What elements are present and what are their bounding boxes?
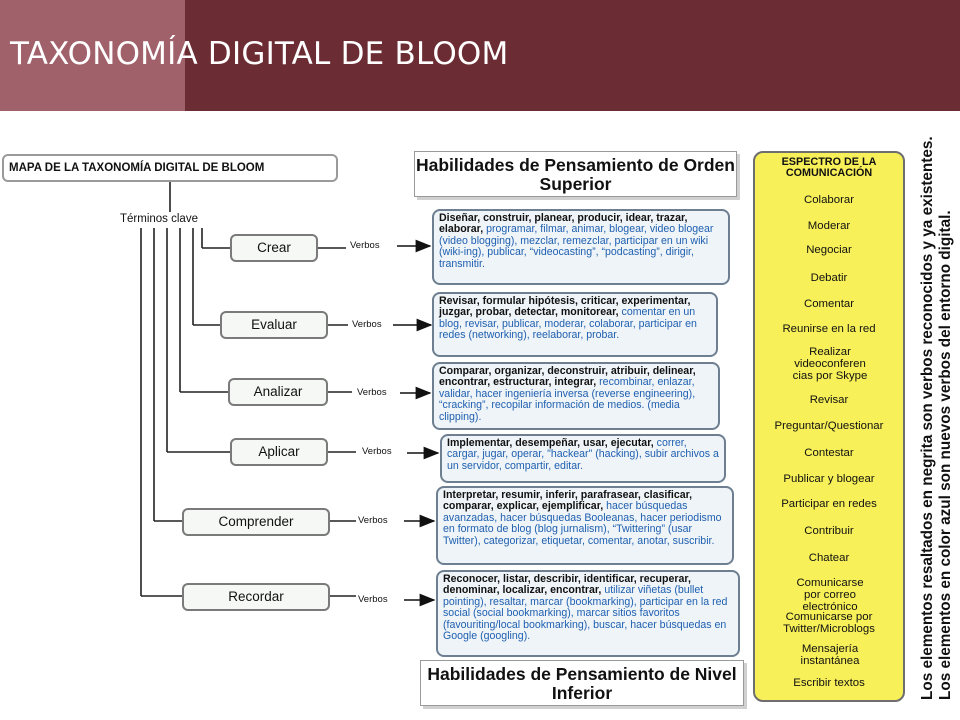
level-aplicar: Aplicar bbox=[230, 438, 328, 466]
map-title: MAPA DE LA TAXONOMÍA DIGITAL DE BLOOM bbox=[2, 154, 338, 182]
header-accent-left bbox=[0, 0, 185, 111]
spectrum-item: Reunirse en la red bbox=[782, 323, 876, 335]
level-crear: Crear bbox=[230, 234, 318, 262]
spectrum-item: Preguntar/Questionar bbox=[774, 420, 884, 432]
higher-order-skills-box: Habilidades de Pensamiento de Orden Supe… bbox=[414, 151, 737, 197]
spectrum-item: Comunicarse por correo electrónico bbox=[796, 577, 864, 613]
spectrum-item: Escribir textos bbox=[793, 677, 865, 689]
spectrum-item: Moderar bbox=[807, 220, 851, 232]
verbs-box-analizar: Comparar, organizar, deconstruir, atribu… bbox=[432, 362, 720, 430]
verbs-box-aplicar: Implementar, desempeñar, usar, ejecutar,… bbox=[440, 434, 726, 483]
new-digital-verbs: comentar en un blog, revisar, publicar, … bbox=[439, 306, 697, 342]
spectrum-item: Negociar bbox=[806, 244, 852, 256]
existing-verbs: Diseñar, construir, planear, producir, i… bbox=[439, 212, 688, 236]
key-terms-label: Términos clave bbox=[120, 213, 198, 225]
new-digital-verbs: hacer búsquedas avanzadas, hacer búsqued… bbox=[443, 500, 722, 547]
level-analizar: Analizar bbox=[228, 378, 328, 406]
verbos-label: Verbos bbox=[350, 240, 380, 251]
level-evaluar: Evaluar bbox=[220, 311, 328, 339]
spectrum-item: Contribuir bbox=[804, 525, 854, 537]
verbs-box-comprender: Interpretar, resumir, inferir, parafrase… bbox=[436, 486, 734, 565]
verbos-label: Verbos bbox=[357, 387, 387, 398]
verbos-label: Verbos bbox=[352, 319, 382, 330]
existing-verbs: Revisar, formular hipótesis, criticar, e… bbox=[439, 295, 691, 319]
spectrum-item: Contestar bbox=[804, 447, 854, 459]
spectrum-item: Colaborar bbox=[803, 194, 855, 206]
verbs-box-crear: Diseñar, construir, planear, producir, i… bbox=[432, 209, 730, 285]
spectrum-item: Realizar videoconferen cias por Skype bbox=[792, 346, 868, 382]
verbos-label: Verbos bbox=[358, 594, 388, 605]
spectrum-item: Comunicarse por Twitter/Microblogs bbox=[783, 611, 875, 635]
spectrum-item: Mensajería instantánea bbox=[800, 643, 860, 667]
existing-verbs: Reconocer, listar, describir, identifica… bbox=[443, 573, 691, 597]
page-title: TAXONOMÍA DIGITAL DE BLOOM bbox=[10, 36, 509, 72]
spectrum-item: Comentar bbox=[803, 298, 854, 310]
level-comprender: Comprender bbox=[182, 508, 330, 536]
new-digital-verbs: recombinar, enlazar, validar, hacer inge… bbox=[439, 376, 696, 423]
existing-verbs: Comparar, organizar, deconstruir, atribu… bbox=[439, 365, 696, 389]
side-note-bold-verbs: Los elementos resaltados en negrita son … bbox=[919, 136, 936, 700]
lower-order-skills-label: Habilidades de Pensamiento de Nivel Infe… bbox=[427, 664, 737, 703]
spectrum-item: Publicar y blogear bbox=[783, 473, 875, 485]
new-digital-verbs: utilizar viñetas (bullet pointing), resa… bbox=[443, 584, 728, 643]
communication-spectrum-panel bbox=[753, 151, 905, 702]
side-note-new-verbs: Los elementos en color azul son nuevos v… bbox=[937, 210, 954, 700]
spectrum-item: Revisar bbox=[809, 394, 849, 406]
existing-verbs: Interpretar, resumir, inferir, parafrase… bbox=[443, 489, 693, 513]
spectrum-title: ESPECTRO DE LA COMUNICACIÓN bbox=[781, 156, 877, 179]
existing-verbs: Implementar, desempeñar, usar, ejecutar, bbox=[447, 437, 654, 449]
spectrum-item: Participar en redes bbox=[781, 498, 877, 510]
spectrum-item: Chatear bbox=[808, 552, 850, 564]
verbs-box-evaluar: Revisar, formular hipótesis, criticar, e… bbox=[432, 292, 718, 357]
verbos-label: Verbos bbox=[362, 446, 392, 457]
new-digital-verbs: correr, cargar, jugar, operar, "hackear"… bbox=[447, 437, 719, 472]
new-digital-verbs: programar, filmar, animar, blogear, vide… bbox=[439, 223, 714, 270]
higher-order-skills-label: Habilidades de Pensamiento de Orden Supe… bbox=[416, 155, 735, 194]
header-bar bbox=[185, 0, 960, 111]
verbs-box-recordar: Reconocer, listar, describir, identifica… bbox=[436, 570, 740, 657]
spectrum-item: Debatir bbox=[810, 272, 848, 284]
lower-order-skills-box: Habilidades de Pensamiento de Nivel Infe… bbox=[420, 660, 744, 706]
level-recordar: Recordar bbox=[182, 583, 330, 611]
verbos-label: Verbos bbox=[358, 515, 388, 526]
